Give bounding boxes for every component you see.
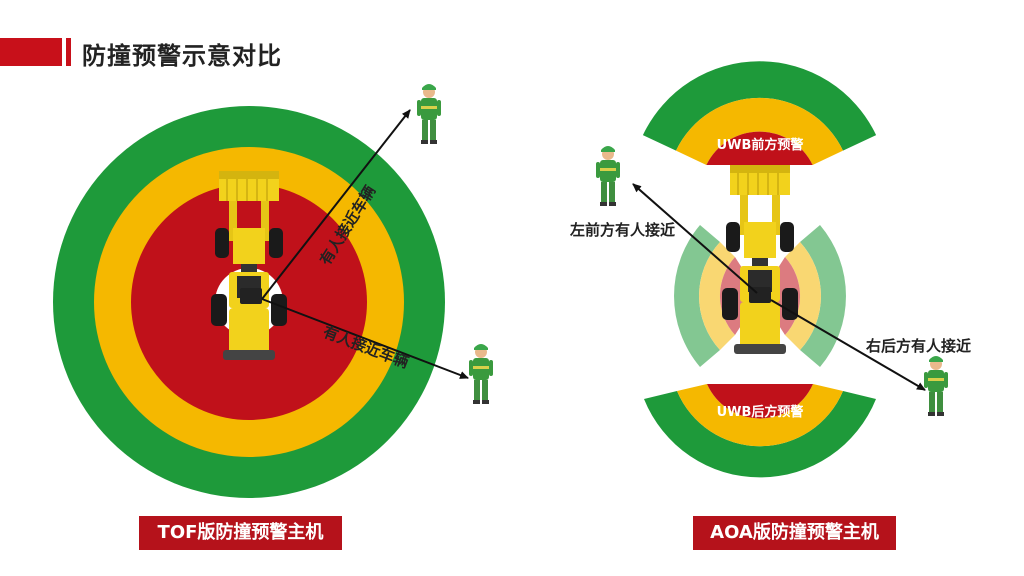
rear-zone-label: UWB后方预警	[717, 404, 804, 420]
title-accent-line	[66, 38, 71, 66]
worker-icon	[596, 146, 620, 206]
arrow-icon	[261, 298, 469, 379]
worker-icon	[469, 344, 493, 404]
worker-icon	[417, 84, 441, 144]
arrow-icon	[632, 183, 758, 294]
aoa-front-zones	[642, 61, 877, 165]
title-accent-bar	[0, 38, 62, 66]
tof-caption: TOF版防撞预警主机	[139, 516, 342, 550]
tof-device-icon	[240, 288, 262, 304]
rear-right-approach-label: 右后方有人接近	[866, 337, 972, 355]
arrow-icon	[770, 299, 926, 391]
worker-icon	[924, 356, 948, 416]
page-title: 防撞预警示意对比	[82, 42, 282, 70]
arrow-icon	[261, 109, 411, 300]
aoa-caption: AOA版防撞预警主机	[693, 516, 896, 550]
aoa-rear-zones	[644, 384, 876, 478]
front-left-approach-label: 左前方有人接近	[570, 221, 676, 239]
front-zone-label: UWB前方预警	[717, 137, 804, 153]
